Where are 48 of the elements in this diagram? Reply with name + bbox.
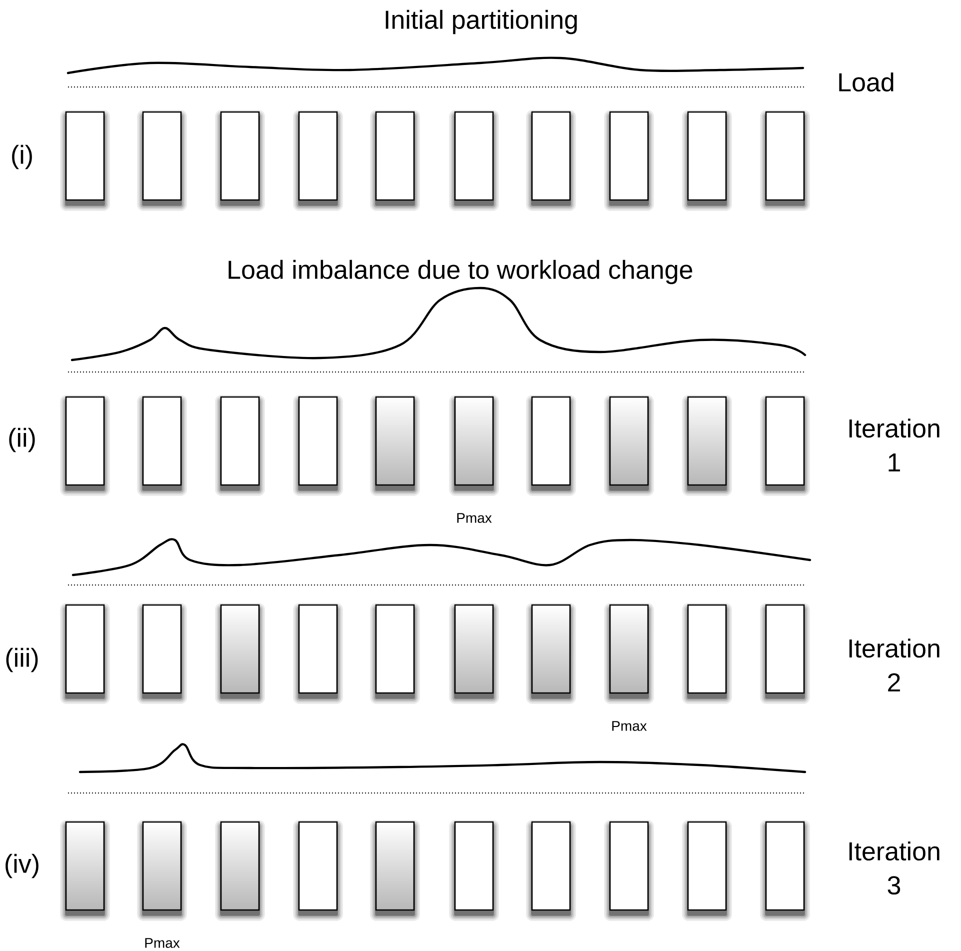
processor-label: Pmax [457, 513, 492, 523]
row-label: (ii) [9, 428, 35, 452]
processor-box [293, 395, 343, 496]
row-label: Load [839, 72, 894, 92]
processor-box [526, 603, 576, 704]
processor-box [526, 395, 576, 496]
processor-box [682, 110, 732, 211]
processor-box [215, 820, 265, 921]
processor-label: Pmax [145, 938, 180, 948]
processor-box [293, 820, 343, 921]
processor-box [293, 603, 343, 704]
processor-box [370, 820, 420, 921]
processor-box [215, 395, 265, 496]
processor-box [370, 110, 420, 211]
processor-box [682, 603, 732, 704]
heading: Load imbalance due to workload change [228, 260, 692, 284]
processor-box [370, 395, 420, 496]
processor-box [604, 395, 654, 496]
heading: Initial partitioning [386, 10, 577, 34]
processor-box [449, 820, 499, 921]
processor-box [60, 603, 110, 704]
processor-box [682, 820, 732, 921]
processor-box [449, 110, 499, 211]
row-label: Iteration 2 [849, 638, 940, 692]
processor-box [760, 395, 810, 496]
processor-box [526, 110, 576, 211]
row-label: Iteration 3 [849, 841, 940, 895]
processor-box [137, 603, 187, 704]
processor-box [604, 110, 654, 211]
processor-box [137, 395, 187, 496]
processor-box [760, 603, 810, 704]
processor-box [682, 395, 732, 496]
processor-box [215, 110, 265, 211]
processor-box [760, 820, 810, 921]
processor-box [526, 820, 576, 921]
processor-label: Pmax [612, 721, 647, 731]
processor-box [60, 395, 110, 496]
processor-box [604, 820, 654, 921]
processor-box [60, 820, 110, 921]
processor-box [760, 110, 810, 211]
row-label: (i) [12, 144, 32, 170]
processor-box [215, 603, 265, 704]
processor-box [137, 110, 187, 211]
processor-box [293, 110, 343, 211]
processor-box [60, 110, 110, 211]
processor-box [370, 603, 420, 704]
processor-box [449, 603, 499, 704]
row-label: Iteration 1 [849, 418, 940, 472]
